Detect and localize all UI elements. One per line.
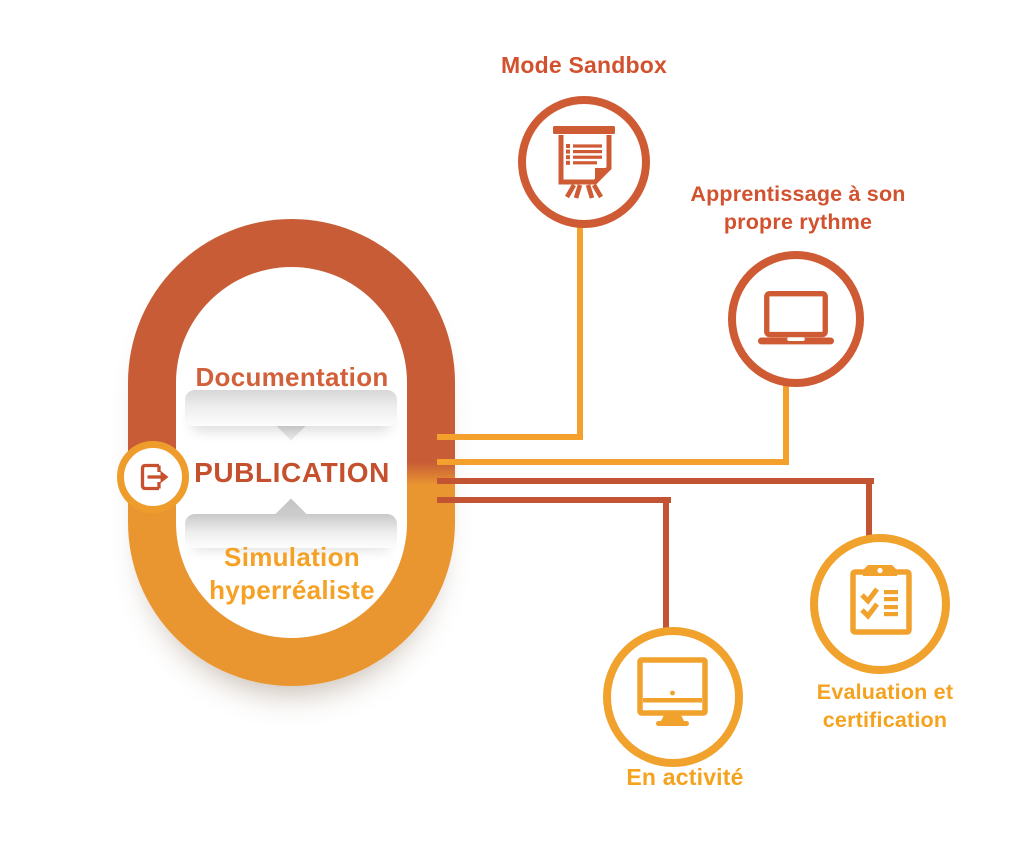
desktop-monitor-icon <box>633 657 713 737</box>
evaluation-circle <box>810 534 950 674</box>
evaluation-label: Evaluation et certification <box>816 680 954 732</box>
connector-activite-horizontal <box>437 497 671 503</box>
apprentissage-label: Apprentissage à son propre rythme <box>690 182 906 234</box>
mode-sandbox-circle <box>518 96 650 228</box>
en-activite-label: En activité <box>626 764 744 790</box>
bubble-body <box>185 390 397 426</box>
connector-apprentissage-horizontal <box>437 459 789 465</box>
connector-sandbox-vertical <box>577 226 583 440</box>
export-icon <box>133 457 173 497</box>
publication-label: PUBLICATION <box>194 457 390 488</box>
connector-apprentissage-vertical <box>783 378 789 465</box>
bubble-arrow-up <box>185 498 397 548</box>
presentation-board-icon <box>544 122 624 202</box>
capsule-inner-area <box>176 267 407 638</box>
apprentissage-circle <box>728 251 864 387</box>
laptop-icon <box>757 280 835 358</box>
en-activite-circle <box>603 627 743 767</box>
publication-capsule <box>128 219 455 686</box>
connector-evaluation-horizontal <box>437 478 874 484</box>
documentation-label: Documentation <box>195 362 389 392</box>
bubble-arrow-down <box>185 390 397 441</box>
bubble-body <box>185 514 397 548</box>
clipboard-checklist-icon <box>840 564 920 644</box>
simulation-label: Simulation hyperréaliste <box>209 542 375 605</box>
connector-evaluation-vertical <box>866 478 872 538</box>
mode-sandbox-label: Mode Sandbox <box>501 52 667 78</box>
connector-sandbox-horizontal <box>437 434 583 440</box>
export-badge <box>117 441 189 513</box>
connector-activite-vertical <box>663 497 669 631</box>
